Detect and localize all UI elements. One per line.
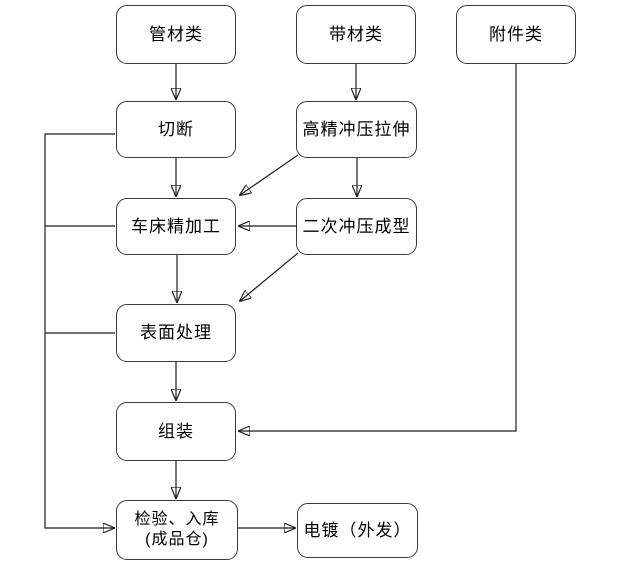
node-accessory: 附件类 xyxy=(456,5,576,64)
node-pipe-material: 管材类 xyxy=(116,5,236,64)
node-label: 切断 xyxy=(158,119,194,139)
node-label: 二次冲压成型 xyxy=(302,216,411,236)
node-surface-treatment: 表面处理 xyxy=(116,304,236,362)
node-electroplating-outsourced: 电镀（外发） xyxy=(297,503,418,558)
edge-precision-stamping-to-lathe xyxy=(240,154,299,195)
node-assembly: 组装 xyxy=(116,402,236,461)
node-lathe-finishing: 车床精加工 xyxy=(116,198,236,255)
node-label-line2: (成品仓) xyxy=(145,531,209,548)
node-inspection-warehousing: 检验、入库 (成品仓) xyxy=(116,500,238,560)
node-label: 带材类 xyxy=(329,24,383,44)
node-label: 高精冲压拉伸 xyxy=(302,119,411,139)
node-precision-stamping: 高精冲压拉伸 xyxy=(296,101,417,158)
edge-trunk-cut-to-inspection xyxy=(44,133,115,528)
node-label: 电镀（外发） xyxy=(303,520,412,540)
edge-secondary-stamping-to-surface xyxy=(240,252,299,301)
node-label: 组装 xyxy=(158,421,194,441)
node-label: 车床精加工 xyxy=(131,216,221,236)
node-label: 附件类 xyxy=(489,24,543,44)
node-strip-material: 带材类 xyxy=(296,5,416,64)
edge-accessory-to-assembly xyxy=(239,64,517,431)
node-cutting: 切断 xyxy=(116,101,236,158)
node-label: 管材类 xyxy=(149,24,203,44)
node-label: 表面处理 xyxy=(140,323,212,343)
node-secondary-stamping: 二次冲压成型 xyxy=(296,198,417,255)
node-label-line1: 检验、入库 xyxy=(134,511,220,528)
